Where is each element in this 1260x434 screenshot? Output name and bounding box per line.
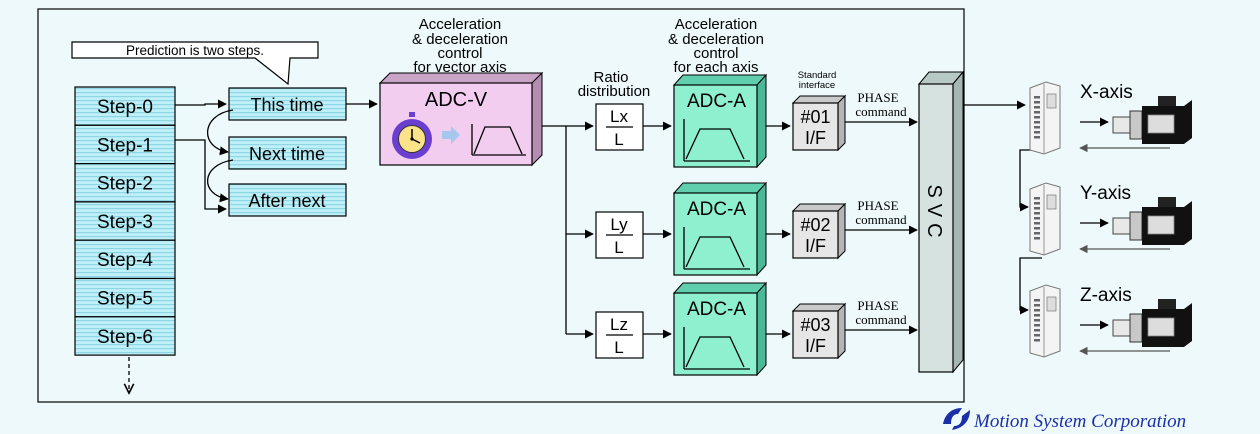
command-label: command xyxy=(855,212,907,227)
servo-motor-icon xyxy=(1112,299,1192,347)
command-label: command xyxy=(855,104,907,119)
company-logo-icon xyxy=(943,408,970,430)
axis-unit: Z-axis xyxy=(1029,284,1192,358)
ratio-numerator: Ly xyxy=(610,215,628,234)
timing-label: Next time xyxy=(249,144,325,164)
interface-number: #01 xyxy=(800,107,830,127)
ratio-denominator: L xyxy=(614,338,623,357)
interface-box xyxy=(792,102,839,151)
company-logo: Motion System Corporation xyxy=(943,408,1186,432)
servo-amplifier-icon xyxy=(1029,81,1061,155)
trapezoid-profile-icon xyxy=(683,119,750,162)
adca-heading-line-2: & deceleration xyxy=(668,31,764,48)
axis-unit: Y-axis xyxy=(1029,182,1192,256)
diagram-frame xyxy=(37,8,965,403)
adca-label: ADC-A xyxy=(687,299,746,320)
step-label: Step-4 xyxy=(97,250,153,271)
step-label: Step-3 xyxy=(97,212,153,233)
step-label: Step-0 xyxy=(97,97,153,118)
interface-number: #02 xyxy=(800,215,830,235)
adca-label: ADC-A xyxy=(687,199,746,220)
adca-box xyxy=(673,84,758,168)
adcv-heading-line-4: for vector axis xyxy=(413,59,506,76)
servo-motor-icon xyxy=(1112,96,1192,144)
phase-label: PHASE xyxy=(857,90,898,105)
interface-box xyxy=(792,210,839,259)
step-label: Step-5 xyxy=(97,289,153,310)
timing-box xyxy=(228,87,347,121)
interface-box xyxy=(792,310,839,359)
adca-heading-line-3: control xyxy=(693,45,738,62)
servo-amplifier-icon xyxy=(1029,284,1061,358)
adca-heading-line-4: for each axis xyxy=(673,59,758,76)
servo-amplifier-icon xyxy=(1029,182,1061,256)
adcv-heading-line-2: & deceleration xyxy=(412,31,508,48)
interface-number: #03 xyxy=(800,315,830,335)
step-label: Step-1 xyxy=(97,135,153,156)
svc-label: SVC xyxy=(923,184,945,243)
axis-rows: LxLADC-A#01I/FPHASEcommandLyLADC-A#02I/F… xyxy=(595,73,918,377)
adcv-label: ADC-V xyxy=(425,89,488,111)
adcv-block: ADC-V xyxy=(378,71,544,167)
interface-label: I/F xyxy=(805,128,826,148)
adcv-heading-line-1: Acceleration xyxy=(419,16,502,33)
axis-unit: X-axis xyxy=(1029,81,1192,155)
prediction-note: Prediction is two steps. xyxy=(126,43,264,58)
trapezoid-profile-icon xyxy=(471,124,526,156)
svc-block: SVC xyxy=(917,70,965,374)
timing-box xyxy=(228,136,347,170)
adca-heading: Acceleration & deceleration control for … xyxy=(668,16,764,76)
adca-box xyxy=(673,192,758,276)
timing-label: After next xyxy=(248,191,325,211)
adca-label: ADC-A xyxy=(687,91,746,112)
step-row xyxy=(74,277,176,318)
axis-name: Z-axis xyxy=(1080,285,1132,306)
timing-label: This time xyxy=(250,95,323,115)
distribution-bus xyxy=(542,121,594,339)
prediction-callout: Prediction is two steps. xyxy=(71,41,319,86)
step-row xyxy=(74,316,176,356)
adcv-heading-line-3: control xyxy=(437,45,482,62)
ratio-numerator: Lx xyxy=(610,107,628,126)
blue-arrow-icon xyxy=(442,126,460,144)
axis-name: X-axis xyxy=(1080,82,1133,103)
step-label: Step-6 xyxy=(97,327,153,348)
step-label: Step-2 xyxy=(97,174,153,195)
adca-box xyxy=(673,292,758,376)
step-list: Step-0Step-1Step-2Step-3Step-4Step-5Step… xyxy=(74,86,176,356)
interface-label: I/F xyxy=(805,236,826,256)
interface-label: I/F xyxy=(805,336,826,356)
std-interface-line-2: interface xyxy=(799,80,835,91)
adca-heading-line-1: Acceleration xyxy=(675,16,758,33)
ratio-box xyxy=(595,211,644,259)
step-row xyxy=(74,201,176,241)
stopwatch-icon xyxy=(392,112,432,159)
ratio-heading-line-1: Ratio xyxy=(593,69,628,86)
std-interface-line-1: Standard xyxy=(798,70,837,81)
trapezoid-profile-icon xyxy=(683,227,750,270)
phase-label: PHASE xyxy=(857,198,898,213)
step-row xyxy=(74,163,176,203)
adcv-heading: Acceleration & deceleration control for … xyxy=(412,16,508,76)
ratio-numerator: Lz xyxy=(610,315,628,334)
ratio-denominator: L xyxy=(614,238,623,257)
ratio-denominator: L xyxy=(614,130,623,149)
axis-name: Y-axis xyxy=(1080,183,1131,204)
company-name: Motion System Corporation xyxy=(973,411,1186,432)
step-to-timing-connectors xyxy=(175,99,234,214)
command-label: command xyxy=(855,312,907,327)
timing-box xyxy=(228,183,347,217)
step-row xyxy=(74,124,176,165)
phase-label: PHASE xyxy=(857,298,898,313)
servo-motor-icon xyxy=(1112,197,1192,245)
ratio-heading-line-2: distribution xyxy=(578,83,651,100)
trapezoid-profile-icon xyxy=(683,327,750,370)
